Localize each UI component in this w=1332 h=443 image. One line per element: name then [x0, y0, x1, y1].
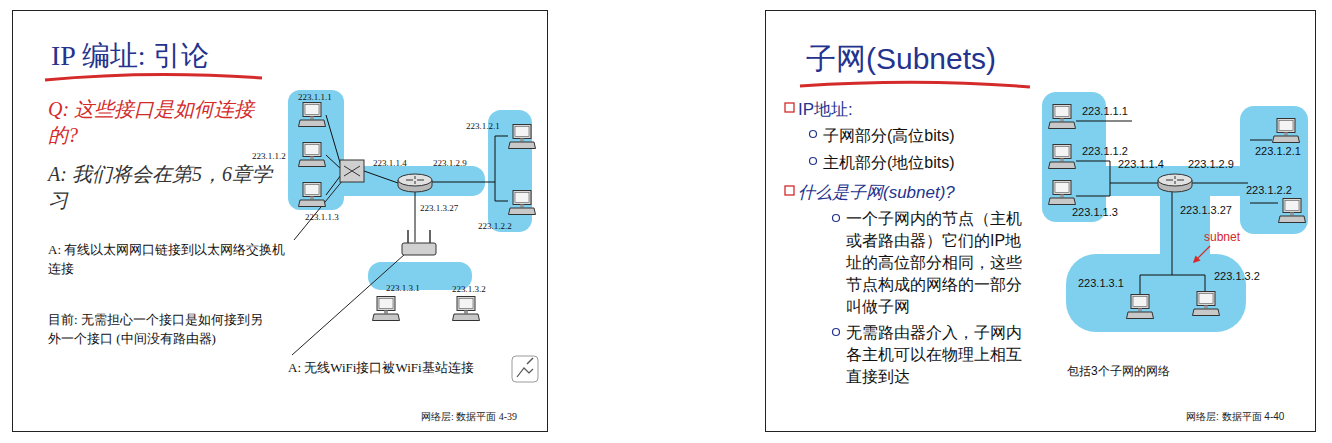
figure-shape [408, 230, 430, 243]
figure-shape [517, 368, 533, 377]
ip-address-label: 223.1.3.1 [386, 283, 420, 293]
title-underline [45, 74, 262, 80]
callout-label: subnet [1204, 230, 1240, 244]
router-symbol [1158, 174, 1192, 192]
figure-shape [1192, 183, 1248, 184]
router-symbol [398, 174, 432, 192]
bullet-squares [785, 103, 794, 195]
figure-shape [833, 215, 840, 222]
symbol-instance [373, 297, 400, 321]
symbol-instance [1049, 145, 1076, 169]
symbol-instance [509, 191, 536, 215]
subnet-bands [1042, 92, 1308, 332]
figure-shape [527, 358, 533, 364]
symbol-instance [1193, 292, 1220, 316]
symbol-instance [299, 183, 326, 207]
symbol-instance [1049, 105, 1076, 129]
ip-address-label: 223.1.1.3 [1072, 206, 1118, 218]
access-point-symbol [402, 230, 436, 255]
answer-text: A: 我们将会在第5，6章学习 [48, 161, 280, 213]
symbol-instance [1273, 119, 1300, 143]
symbol-instance [509, 125, 536, 149]
ip-address-label: 223.1.1.1 [298, 92, 332, 102]
figure-shape [415, 192, 416, 242]
note-text: A: 无线WiFi接口被WiFi基站连接 [288, 359, 474, 378]
figure-shape [326, 115, 341, 166]
figure-shape [1240, 106, 1308, 234]
slide-title: 子网(Subnets) [806, 39, 996, 80]
bullet-text: IP地址: [798, 98, 853, 121]
ip-address-label: 223.1.2.9 [1188, 158, 1234, 170]
figure-shape [364, 171, 398, 183]
hosts [1049, 105, 1306, 319]
slide-panel: 子网(Subnets) IP地址: 子网部分(高位bits) 主机部分(地位bits)… [765, 10, 1316, 432]
symbol-instance [1049, 181, 1076, 205]
figure-shape [785, 186, 794, 195]
slide-title: IP 编址: 引论 [51, 37, 209, 75]
figure-caption: 包括3个子网的网络 [1067, 363, 1170, 380]
bullet-text: 什么是子网(subnet)? [798, 181, 955, 204]
symbol-instance [1279, 199, 1306, 223]
figure-shape [1076, 183, 1158, 196]
ip-address-label: 223.1.3.1 [1078, 277, 1124, 289]
ip-address-label: 223.1.1.1 [1082, 105, 1128, 117]
figure-shape [294, 180, 343, 240]
figure-shape [340, 160, 364, 182]
figure-shape [1066, 254, 1246, 332]
figure-shape [1042, 166, 1252, 196]
bullet-text: 无需路由器介入，子网内各主机可以在物理上相互直接到达 [846, 322, 1031, 388]
figure-shape [1076, 121, 1132, 122]
ip-address-label: 223.1.1.2 [252, 151, 286, 161]
subnet-pointer [1194, 246, 1210, 262]
edit-icon [512, 356, 538, 382]
ip-address-label: 223.1.2.9 [433, 158, 467, 168]
bullet-text: 主机部分(地位bits) [823, 152, 955, 174]
figure-shape [785, 103, 794, 112]
ip-address-label: 223.1.2.2 [478, 221, 512, 231]
ip-address-label: 223.1.3.27 [1180, 204, 1232, 216]
ip-address-label: 223.1.2.2 [1246, 184, 1292, 196]
figure-shape [495, 182, 508, 201]
figure-shape [1076, 161, 1110, 183]
slide-footer: 网络层: 数据平面 4-40 [1186, 410, 1284, 424]
ip-address-label: 223.1.1.4 [373, 158, 407, 168]
ip-address-label: 223.1.3.2 [1214, 270, 1260, 282]
symbol-instance [299, 103, 326, 127]
figure-shape [292, 254, 405, 355]
switch-symbol [340, 160, 364, 182]
ip-address-label: 223.1.2.1 [1255, 145, 1301, 157]
ip-address-label: 223.1.3.27 [420, 203, 458, 213]
figure-shape [810, 131, 817, 138]
ip-address-label: 223.1.3.2 [452, 284, 486, 294]
figure-shape [810, 158, 817, 165]
question-text: Q: 这些接口是如何连接的? [48, 96, 280, 148]
symbol-instance [453, 297, 480, 321]
figure-shape [1250, 203, 1278, 204]
figure-shape [1250, 140, 1272, 141]
figure-shape [512, 356, 538, 382]
figure-shape [402, 243, 436, 255]
title-underline [800, 82, 1030, 87]
figure-shape [344, 166, 360, 176]
ip-address-label: 223.1.2.1 [466, 121, 500, 131]
note-text: 目前: 无需担心一个接口是如何接到另外一个接口 (中间没有路由器) [48, 311, 274, 349]
symbol-instance [299, 143, 326, 167]
ip-address-label: 223.1.1.2 [1082, 145, 1128, 157]
figure-shape [833, 329, 840, 336]
hosts [299, 103, 536, 321]
bullet-text: 子网部分(高位bits) [823, 125, 955, 147]
ip-address-label: 223.1.1.3 [305, 212, 339, 222]
note-text: A: 有线以太网网口链接到以太网络交换机连接 [48, 241, 298, 279]
ip-address-label: 223.1.1.4 [1118, 158, 1164, 170]
slide-panel: IP 编址: 引论 Q: 这些接口是如何连接的? A: 我们将会在第5，6章学习 A:… [12, 10, 548, 432]
figure-shape [326, 155, 341, 169]
leader-lines [292, 180, 405, 355]
subnet-bands [288, 90, 532, 290]
slide-footer: 网络层: 数据平面 4-39 [421, 410, 517, 424]
symbol-instance [1127, 295, 1154, 319]
bullet-text: 一个子网内的节点（主机或者路由器）它们的IP地址的高位部分相同，这些节点构成的网… [846, 208, 1031, 318]
figure-shape [432, 136, 508, 182]
